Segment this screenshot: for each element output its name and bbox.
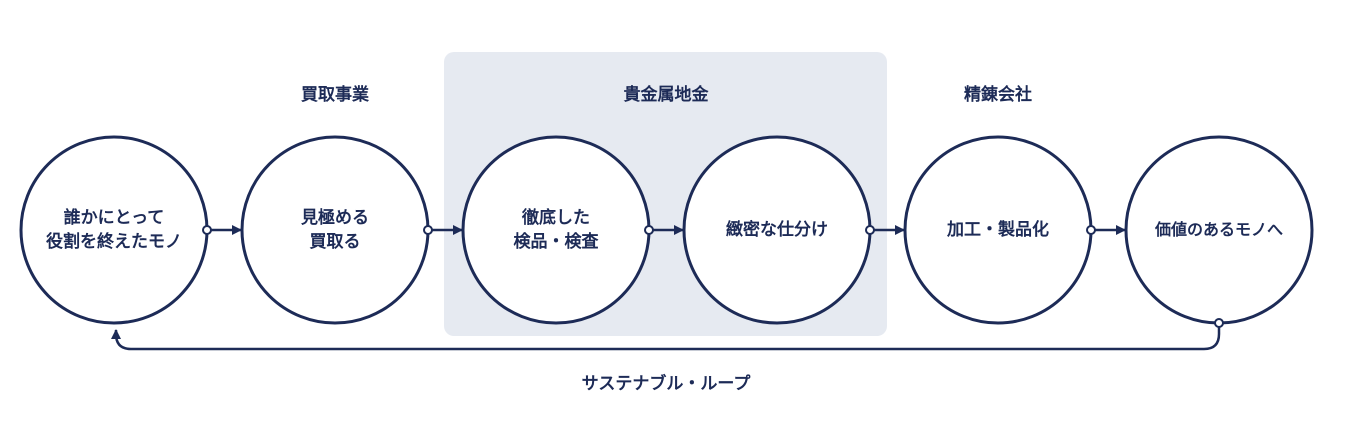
group-label-precious-metal: 貴金属地金: [623, 85, 709, 105]
connector-2-3: [423, 225, 463, 235]
group-label-purchase: 買取事業: [301, 85, 369, 105]
node-label-6: 価値のあるモノへ: [1154, 220, 1284, 239]
node-label-4: 緻密な仕分け: [726, 220, 828, 240]
connector-4-5: [865, 225, 905, 235]
node-label-2: 見極める 買取る: [301, 208, 369, 252]
connector-5-6: [1086, 225, 1126, 235]
connector-1-2: [202, 225, 242, 235]
node-label-1: 誰かにとって 役割を終えたモノ: [46, 208, 182, 252]
group-label-refinery: 精錬会社: [964, 85, 1032, 105]
node-label-3: 徹底した 検品・検査: [513, 208, 599, 252]
loop-connector: [111, 318, 1224, 351]
connector-3-4: [644, 225, 684, 235]
node-label-5: 加工・製品化: [947, 220, 1049, 240]
loop-label: サステナブル・ループ: [581, 374, 751, 394]
